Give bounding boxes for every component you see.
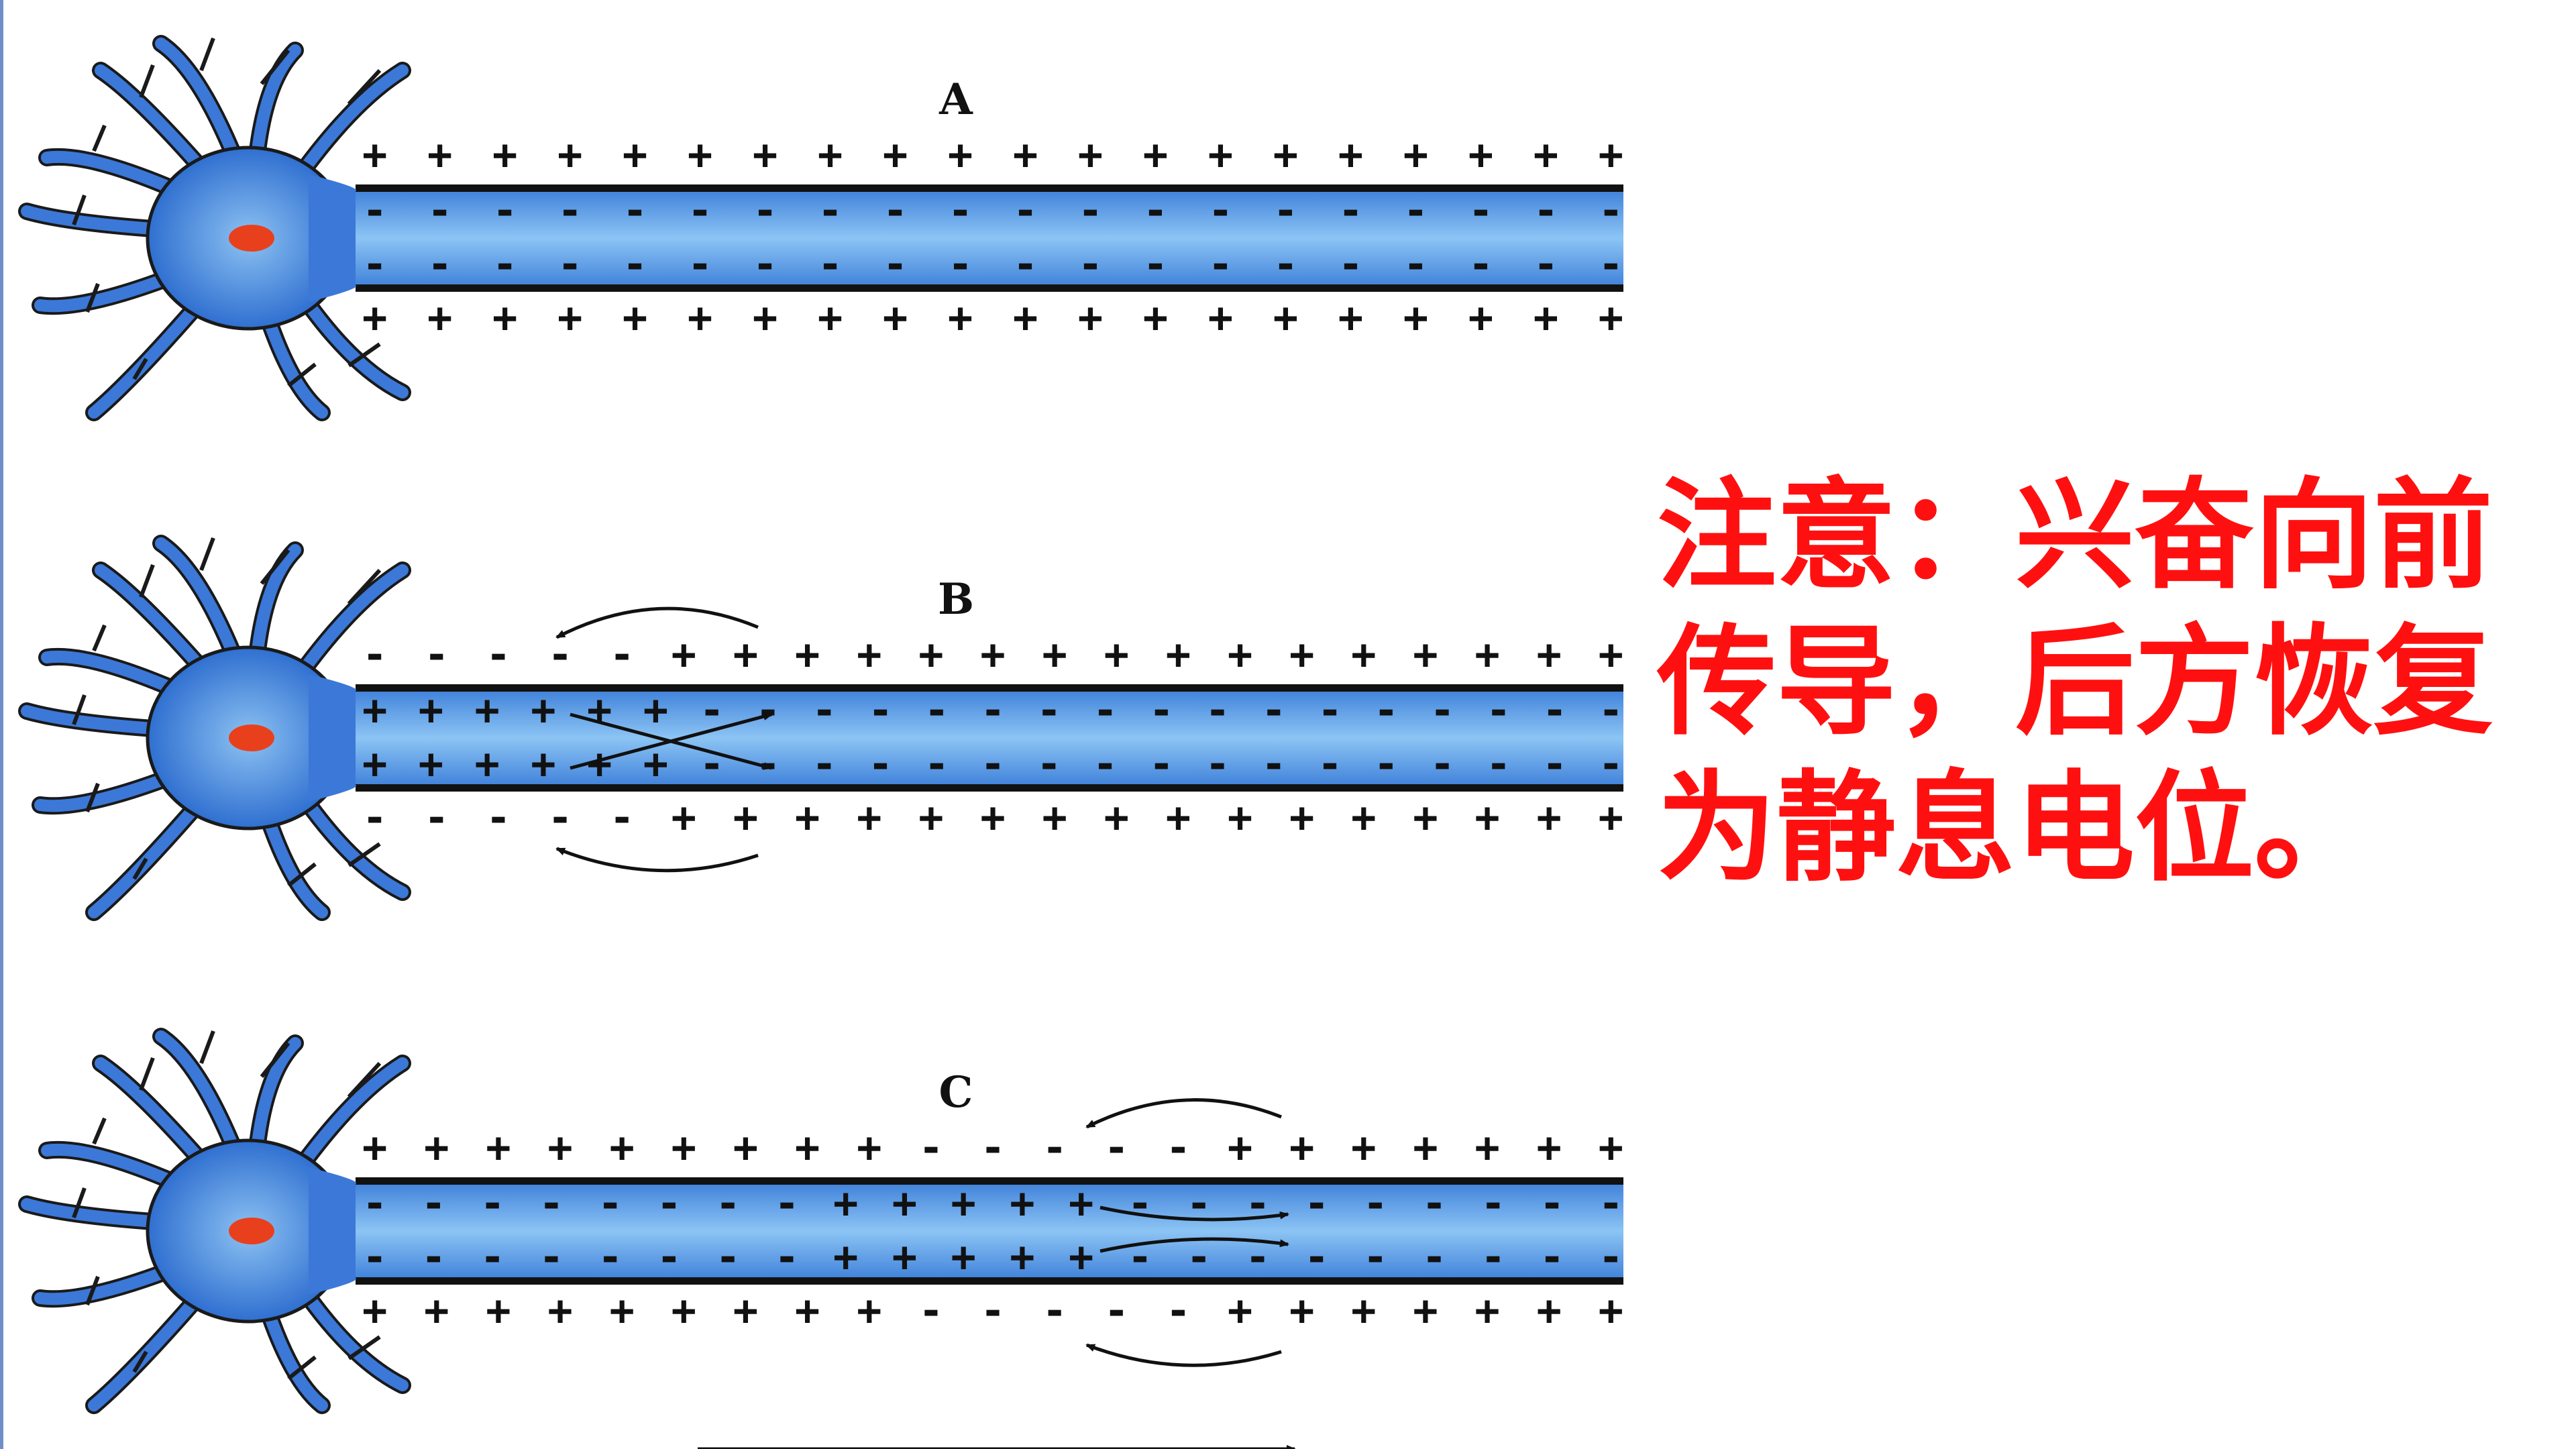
neuron-cell-body-icon: [18, 535, 411, 921]
charge-row-inner-top: ++++++-----------------: [362, 686, 1623, 735]
charge-row-outer-bottom: ++++++++++++++++++++: [362, 293, 1623, 342]
axon: [356, 688, 1623, 788]
note-line-3: 为静息电位。: [1657, 759, 2373, 898]
annotation-note: 注意：兴奋向前 传导，后方恢复 为静息电位。: [1657, 463, 2542, 902]
curved-arrow-icon: [1099, 1205, 1289, 1222]
curved-arrow-icon: [555, 847, 759, 873]
charge-row-outer-top: -----++++++++++++++++: [362, 630, 1623, 679]
membrane-bottom: [356, 784, 1623, 792]
charge-row-inner-bottom: ++++++-----------------: [362, 739, 1623, 788]
curved-arrow-icon: [1085, 1343, 1282, 1367]
membrane-top: [356, 684, 1623, 692]
panel-label: A: [938, 74, 973, 125]
membrane-top: [356, 1177, 1623, 1185]
axon: [356, 1181, 1623, 1281]
panel-label: C: [939, 1067, 973, 1118]
charge-row-outer-top: ++++++++++++++++++++: [362, 130, 1623, 179]
membrane-bottom: [356, 1277, 1623, 1285]
neuron-cell-body-icon: [18, 1028, 411, 1414]
curved-arrow-icon: [1085, 1098, 1282, 1129]
note-line-1: 注意：兴奋向前: [1657, 466, 2493, 605]
membrane-top: [356, 184, 1623, 192]
panel-b: B -----++++++++++++++++ ++++++------------…: [18, 535, 1623, 921]
curved-arrow-icon: [570, 712, 773, 770]
nucleus: [229, 225, 274, 252]
nucleus: [229, 724, 274, 751]
curved-arrow-icon: [555, 606, 759, 639]
charge-row-outer-bottom: +++++++++-----+++++++: [362, 1286, 1623, 1335]
axon: [356, 188, 1623, 288]
note-line-2: 传导，后方恢复: [1657, 612, 2493, 751]
neuron-cell-body-icon: [18, 35, 411, 421]
nucleus: [229, 1218, 274, 1244]
panel-label: B: [938, 574, 974, 625]
charge-row-outer-bottom: -----++++++++++++++++: [362, 793, 1623, 842]
panel-c: C+++++++++-----+++++++--------+++++-----…: [18, 1028, 1623, 1449]
panel-a: A++++++++++++++++++++-------------------…: [18, 35, 1623, 421]
membrane-bottom: [356, 284, 1623, 292]
curved-arrow-icon: [1099, 1237, 1289, 1253]
slide-left-border: [0, 0, 3, 1449]
charge-row-outer-top: +++++++++-----+++++++: [362, 1123, 1623, 1172]
